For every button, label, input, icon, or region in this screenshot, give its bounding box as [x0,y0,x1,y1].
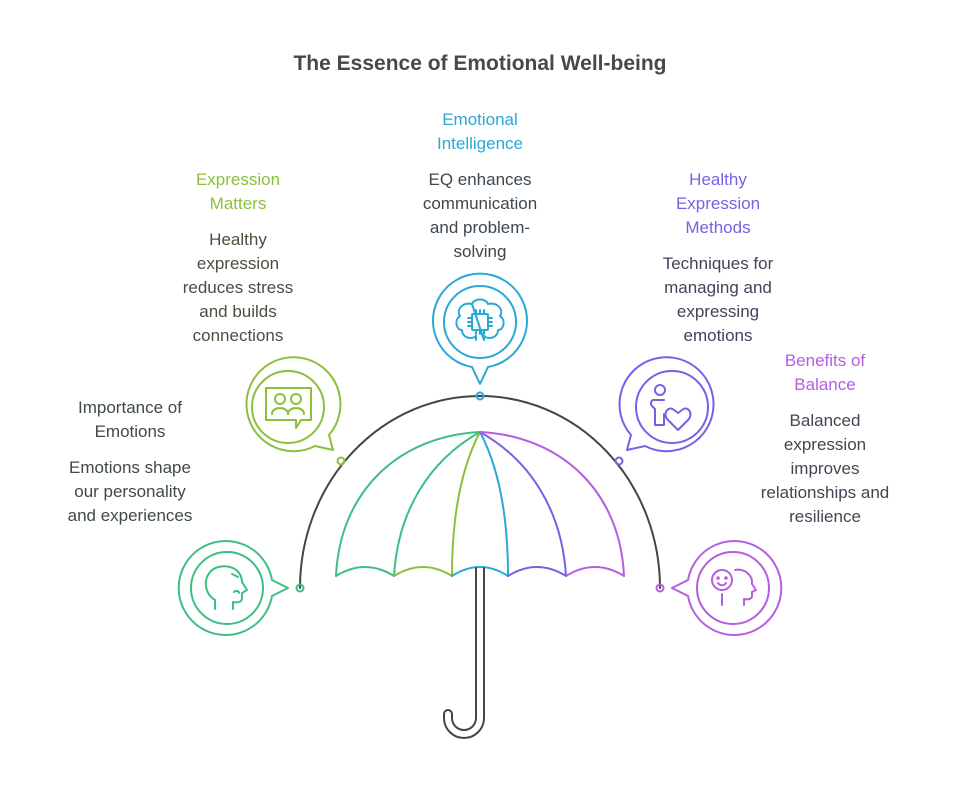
canopy-rib-lime [451,431,481,577]
description-line: and problem- [429,218,531,237]
canopy-rib-purple [479,431,625,577]
connector-dot-importance [295,583,305,593]
description-line: communication [422,194,538,213]
section-title: Healthy Expression Methods [628,168,808,240]
description-line: Techniques for [662,254,774,273]
head-profile-icon [204,565,248,610]
outer-arc [299,395,661,589]
title-line: Expression [675,194,761,213]
title-line: Balance [794,375,856,394]
title-line: Intelligence [436,134,523,153]
bubble-importance [177,540,289,636]
description-line: solving [453,242,507,261]
section-description: Healthy expression reduces stress and bu… [148,228,328,348]
description-line: expression [196,254,280,273]
bubble-balance [671,540,783,636]
canopy-rib-violet [479,431,567,577]
title-line: Emotional [442,110,518,129]
canopy-rib-green-outer [335,431,481,577]
canopy-hem-violet [507,566,567,577]
canopy-hem-lime [393,566,453,577]
bubble-intelligence [432,272,528,385]
title-line: Benefits of [784,351,866,370]
description-line: improves [790,459,860,478]
brain-chip-icon [455,298,505,341]
connector-dot-balance [655,583,665,593]
description-line: resilience [789,507,861,526]
smile-head-icon [711,568,757,606]
description-line: Balanced [789,411,861,430]
description-line: relationships and [760,483,890,502]
section-title: Benefits of Balance [730,349,920,397]
description-line: Healthy [209,230,267,249]
description-line: Emotions shape [69,458,191,477]
description-line: managing and [664,278,772,297]
bubble-expression [245,356,342,453]
section-expression-text: Expression Matters Healthy expression re… [148,168,328,348]
canopy-rib-blue [479,431,509,577]
title-line: Methods [685,218,751,237]
section-title: Expression Matters [148,168,328,216]
person-heart-icon [649,384,692,431]
connector-dot-expression [336,456,346,466]
section-description: EQ enhances communication and problem- s… [390,168,570,264]
section-intelligence-text: Emotional Intelligence EQ enhances commu… [390,108,570,264]
description-line: expressing [676,302,760,321]
section-description: Balanced expression improves relationshi… [730,409,920,529]
canopy-hem-blue [451,566,509,577]
description-line: and builds [199,302,277,321]
umbrella-handle [443,567,485,739]
section-importance-text: Importance of Emotions Emotions shape ou… [40,396,220,528]
section-balance-text: Benefits of Balance Balanced expression … [730,349,920,529]
section-methods-text: Healthy Expression Methods Techniques fo… [628,168,808,348]
section-title: Emotional Intelligence [390,108,570,156]
canopy-hem-green [335,566,395,577]
description-line: and experiences [67,506,193,525]
canopy-rib-green-inner [393,431,481,577]
connector-dot-methods [614,456,624,466]
title-line: Importance of [78,398,182,417]
title-line: Healthy [689,170,747,189]
section-title: Importance of Emotions [40,396,220,444]
description-line: EQ enhances [428,170,532,189]
canopy-hem-purple [565,566,625,577]
description-line: emotions [683,326,753,345]
description-line: reduces stress [182,278,294,297]
title-line: Matters [209,194,267,213]
description-line: expression [783,435,867,454]
description-line: connections [192,326,284,345]
bubble-methods [618,356,715,453]
diagram-title: The Essence of Emotional Well-being [293,52,667,75]
title-line: Emotions [94,422,166,441]
people-chat-icon [265,387,312,429]
title-line: Expression [195,170,281,189]
connector-dot-intelligence [475,391,485,401]
section-description: Techniques for managing and expressing e… [628,252,808,348]
description-line: our personality [74,482,186,501]
section-description: Emotions shape our personality and exper… [40,456,220,528]
